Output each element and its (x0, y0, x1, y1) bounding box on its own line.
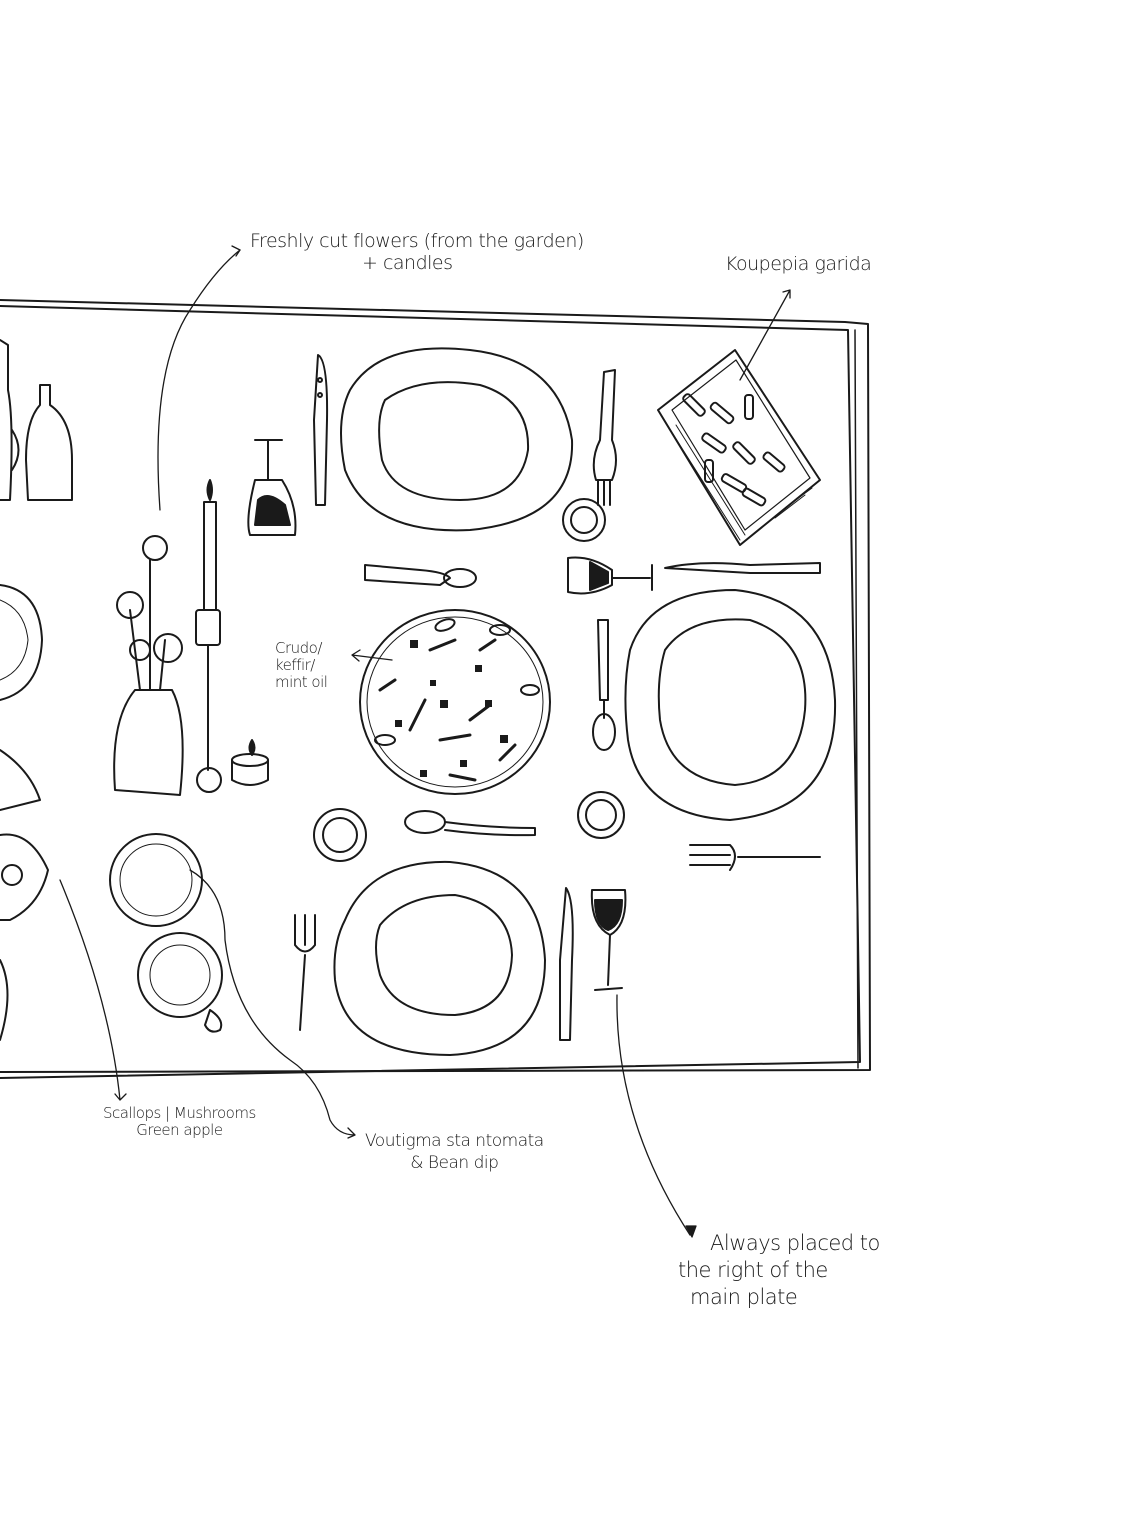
bread-plate-right (577, 791, 625, 839)
wine-glass-annotation-line3: main plate (690, 1285, 798, 1309)
wine-glass-upturned (247, 439, 297, 536)
scallops-annotation-line2: Green apple (136, 1121, 223, 1139)
wine-glass-annotation-line2: the right of the (678, 1258, 828, 1282)
crudo-annotation: Crudo/ keffir/ mint oil (275, 639, 328, 691)
wine-glass-sideways (567, 556, 653, 595)
knife-vertical (592, 619, 616, 751)
tealight (231, 739, 269, 786)
knife-horizontal (664, 562, 821, 574)
spoon-middle (404, 810, 536, 837)
scallops-annotation-line1: Scallops | Mushrooms (103, 1104, 256, 1122)
wine-glass-annotation: Always placed to the right of the main p… (678, 1230, 880, 1311)
koupepia-tray (657, 349, 821, 546)
voutigma-bowls (109, 833, 223, 1033)
annotation-arrows (59, 245, 791, 1238)
bread-plate-top (562, 498, 606, 542)
voutigma-annotation: Voutigma sta ntomata & Bean dip (365, 1130, 544, 1174)
flowers-annotation: Freshly cut flowers (from the garden) + … (250, 230, 584, 274)
top-plate (340, 347, 574, 532)
flower-vase (113, 535, 184, 796)
crudo-annotation-line1: Crudo/ (275, 639, 322, 657)
right-plate (624, 589, 837, 821)
koupepia-annotation: Koupepia garida (725, 253, 872, 275)
voutigma-annotation-line1: Voutigma sta ntomata (365, 1131, 544, 1151)
knife-top (313, 354, 329, 506)
crudo-annotation-line3: mint oil (275, 673, 328, 691)
bottom-plate (333, 860, 546, 1056)
fork-bottom (294, 914, 316, 1031)
flowers-annotation-line1: Freshly cut flowers (from the garden) (250, 230, 584, 252)
fork-top (592, 369, 617, 506)
wine-glass-bottom (590, 889, 627, 991)
bottles (0, 339, 73, 501)
flowers-annotation-line2: + candles (362, 252, 453, 274)
knife-bottom (559, 887, 574, 1041)
scallops-annotation: Scallops | Mushrooms Green apple (103, 1105, 256, 1139)
crudo-annotation-line2: keffir/ (275, 656, 315, 674)
candle (195, 479, 222, 793)
fork-right (689, 844, 821, 871)
spoon-top (364, 564, 477, 588)
voutigma-annotation-line2: & Bean dip (410, 1153, 499, 1173)
bread-plate-left (313, 808, 367, 862)
wine-glass-annotation-line1: Always placed to (710, 1231, 880, 1255)
side-dishes-left (0, 584, 49, 1041)
crudo-plate (359, 609, 551, 795)
table-outline (0, 299, 871, 1079)
